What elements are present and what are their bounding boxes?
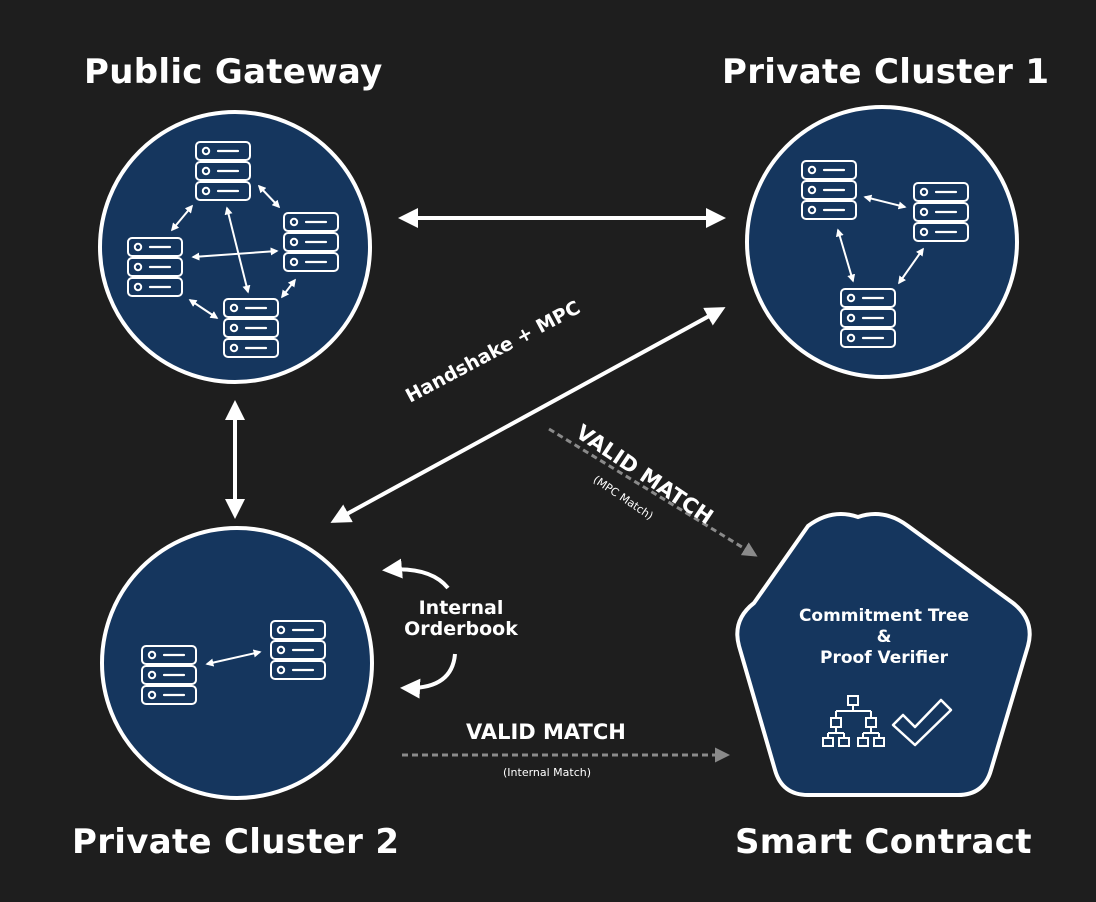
private-cluster-2-title: Private Cluster 2 — [72, 822, 400, 862]
ampersand-text: & — [876, 627, 892, 647]
internal-orderbook-line1: Internal — [418, 597, 504, 619]
smart-contract-title: Smart Contract — [735, 822, 1032, 862]
public-gateway-title: Public Gateway — [84, 52, 383, 92]
internal-orderbook-line2: Orderbook — [404, 618, 518, 640]
private-cluster-1-node — [745, 105, 1019, 379]
mpc-valid-match-arrow — [548, 427, 758, 557]
commitment-tree-text: Commitment Tree — [798, 606, 970, 626]
internal-match-sublabel: (Internal Match) — [503, 766, 592, 779]
orderbook-loop-arrow-top — [382, 558, 450, 590]
proof-verifier-text: Proof Verifier — [820, 648, 948, 668]
orderbook-loop-arrow-bottom — [400, 653, 457, 699]
smart-contract-text: Commitment Tree & Proof Verifier — [769, 606, 999, 669]
tree-icon — [822, 695, 885, 747]
cluster-1-internal-arrows — [835, 194, 924, 285]
private-cluster-1-title: Private Cluster 1 — [722, 52, 1050, 92]
cluster-2-internal-arrow — [205, 649, 262, 667]
gateway-internal-arrows — [170, 184, 296, 319]
smart-contract-node — [735, 512, 1032, 797]
internal-valid-match-label: VALID MATCH — [466, 720, 626, 744]
internal-orderbook-label: Internal Orderbook — [386, 598, 536, 640]
handshake-mpc-arrow — [330, 307, 726, 523]
checkmark-icon — [891, 698, 953, 747]
